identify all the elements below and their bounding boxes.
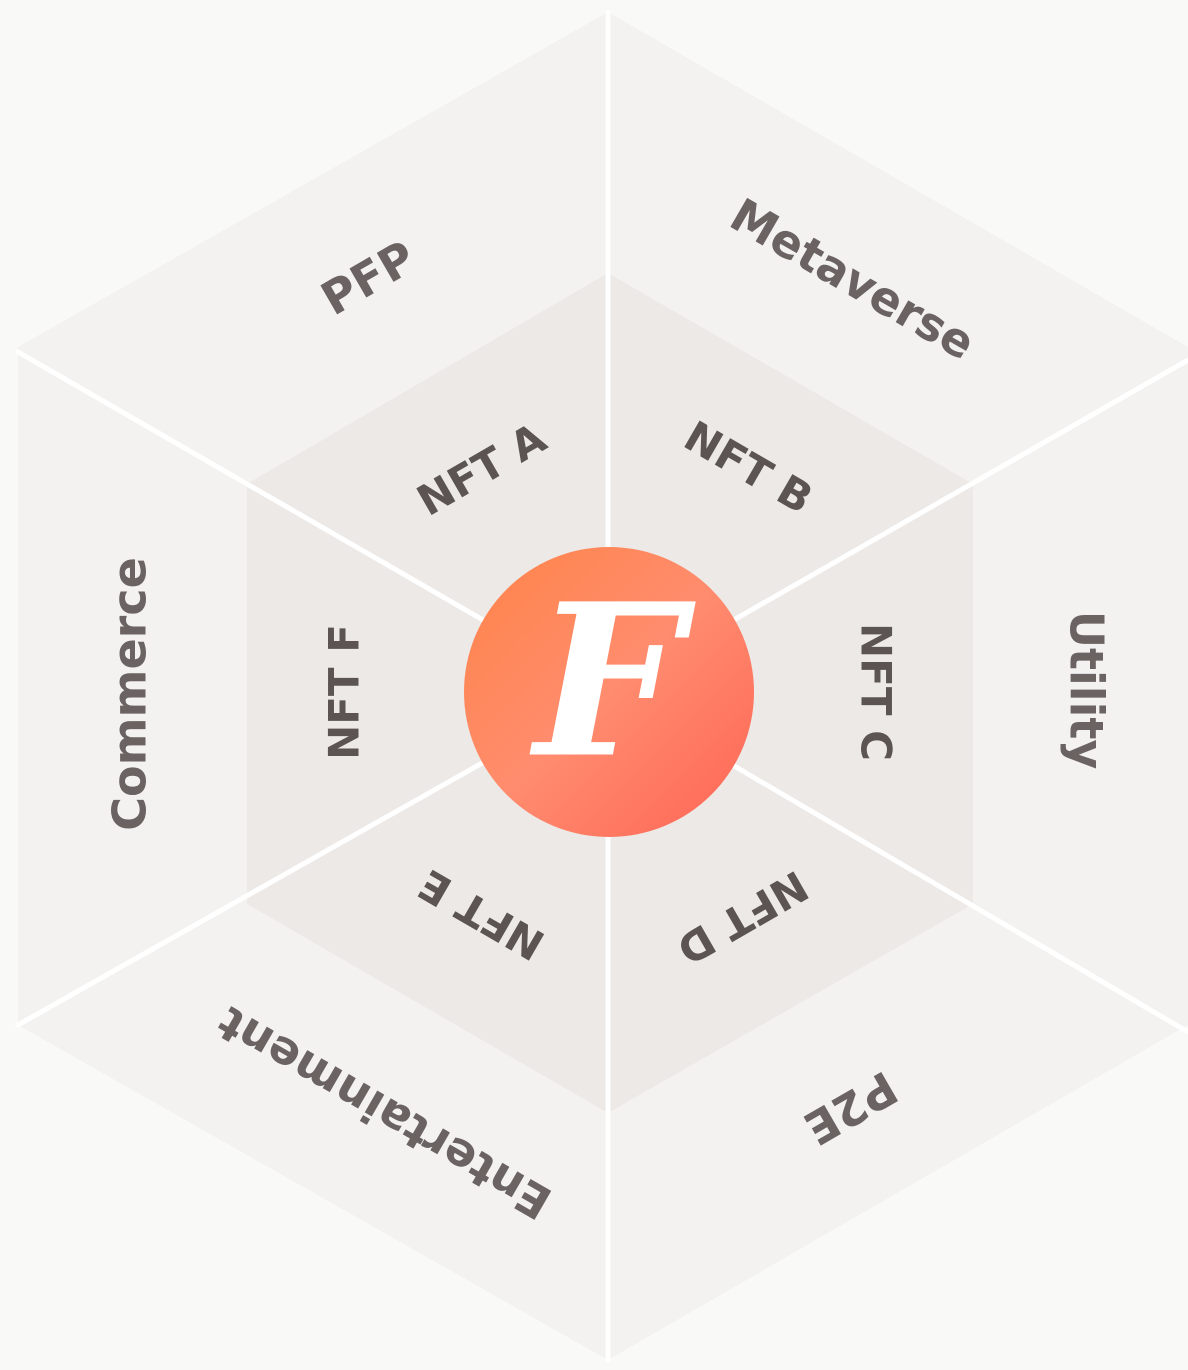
segment-label-nft-f: NFT F [320,624,369,760]
segment-label-nft-c: NFT C [852,623,901,761]
segment-label-utility: Utility [1060,611,1114,770]
logo-circle [464,547,754,837]
segment-label-commerce: Commerce [103,557,157,831]
center-logo: F [464,547,754,837]
logo-letter-icon: F [529,558,696,805]
